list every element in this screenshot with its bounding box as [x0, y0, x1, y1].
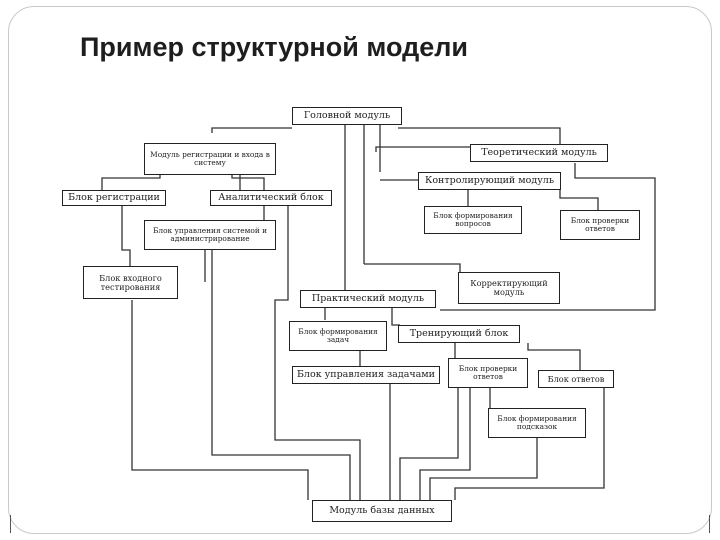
head-module: Головной модуль	[292, 107, 402, 125]
slide-title: Пример структурной модели	[80, 32, 468, 62]
answers-block: Блок ответов	[538, 370, 614, 388]
system-admin-block: Блок управления системой и администриров…	[144, 220, 276, 250]
control-module: Контролирующий модуль	[418, 172, 561, 190]
question-forming-block: Блок формирования вопросов	[424, 206, 522, 234]
analytics-block: Аналитический блок	[210, 190, 332, 206]
task-control-block: Блок управления задачами	[292, 366, 440, 384]
answer-check-block-2: Блок проверки ответов	[448, 358, 528, 388]
task-forming-block: Блок формирования задач	[289, 321, 387, 351]
database-module: Модуль базы данных	[312, 500, 452, 522]
slide-corner-mark	[10, 515, 11, 533]
correction-module: Корректирующий модуль	[458, 272, 560, 304]
registration-module: Модуль регистрации и входа в систему	[144, 143, 276, 175]
hint-forming-block: Блок формирования подсказок	[488, 408, 586, 438]
answer-check-block: Блок проверки ответов	[560, 210, 640, 240]
practice-module: Практический модуль	[300, 290, 436, 308]
theory-module: Теоретический модуль	[470, 144, 608, 162]
slide-corner-mark	[709, 515, 710, 533]
entry-testing-block: Блок входного тестирования	[83, 266, 178, 299]
training-block: Тренирующий блок	[398, 325, 520, 343]
registration-block: Блок регистрации	[62, 190, 166, 206]
